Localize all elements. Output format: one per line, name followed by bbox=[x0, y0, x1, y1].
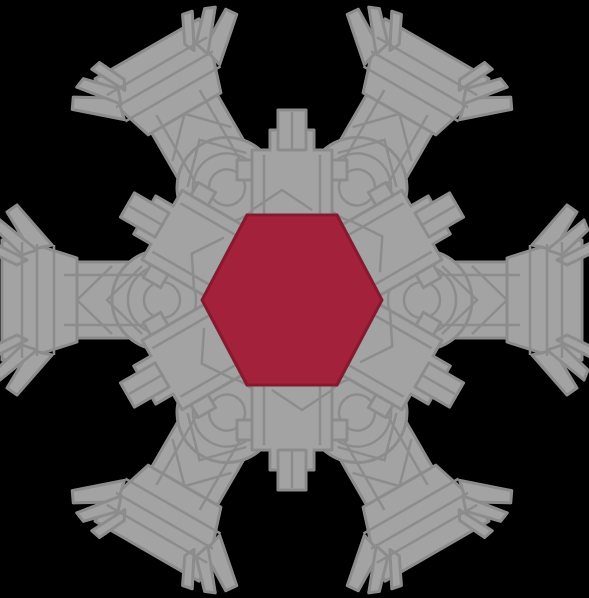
hexagon-core bbox=[200, 213, 384, 387]
turret-2 bbox=[235, 368, 349, 492]
turret-5 bbox=[235, 108, 349, 232]
